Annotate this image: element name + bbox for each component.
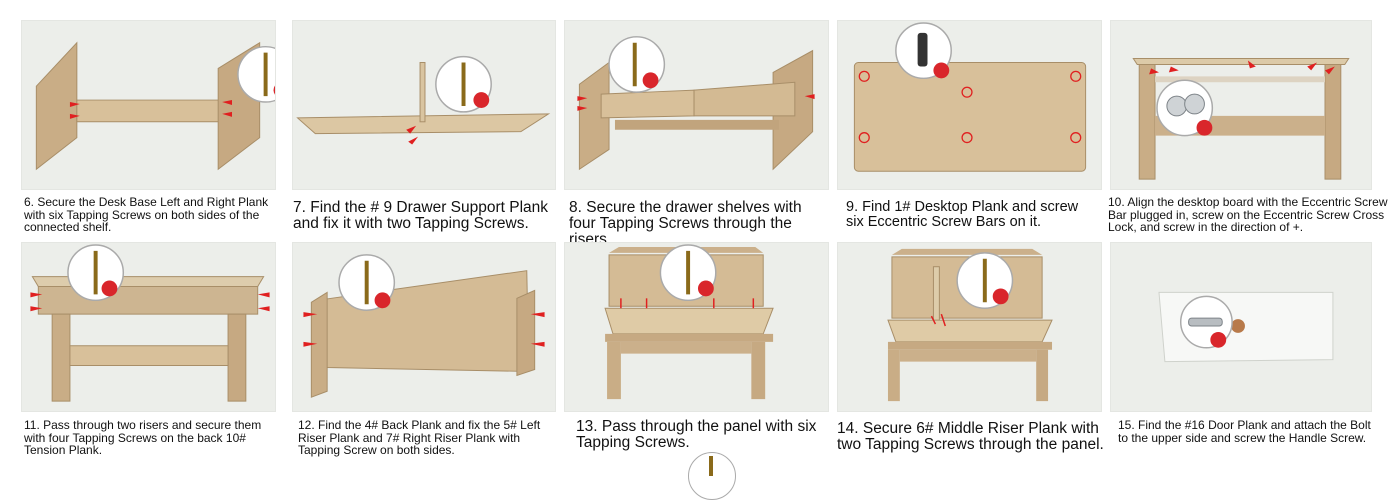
- step-7-illustration: [296, 55, 551, 145]
- step-14-caption: 14. Secure 6# Middle Riser Plank with tw…: [837, 420, 1104, 453]
- step-13-caption: 13. Pass through the panel with six Tapp…: [576, 418, 817, 451]
- step-7-photo: [292, 20, 556, 190]
- handle-knob: [1231, 319, 1245, 333]
- step-10-photo: [1110, 20, 1372, 190]
- step-12-illustration: [303, 254, 545, 398]
- step-14-photo: [837, 242, 1102, 412]
- step-8-photo: [564, 20, 829, 190]
- step-8-illustration: [577, 36, 815, 171]
- step-9-caption: 9. Find 1# Desktop Plank and screw six E…: [846, 199, 1079, 230]
- tapping-screw-icon: [709, 456, 713, 476]
- step-11-illustration: [30, 244, 270, 402]
- step-13-screw-magnifier-partial: [688, 452, 736, 500]
- step-11-caption: 11. Pass through two risers and secure t…: [24, 418, 262, 457]
- step-13-illustration: [604, 244, 774, 400]
- step-7-caption: 7. Find the # 9 Drawer Support Plank and…: [293, 199, 549, 232]
- step-13-photo: [564, 242, 829, 412]
- step-8-caption: 8. Secure the drawer shelves with four T…: [569, 199, 802, 248]
- step-12-caption: 12. Find the 4# Back Plank and fix the 5…: [298, 418, 541, 457]
- step-10-caption: 10. Align the desktop board with the Ecc…: [1108, 195, 1388, 234]
- step-10-illustration: [1132, 58, 1350, 180]
- step-6-illustration: [35, 41, 275, 171]
- step-9-illustration: [853, 22, 1087, 172]
- step-12-photo: [292, 242, 556, 412]
- step-6-caption: 6. Secure the Desk Base Left and Right P…: [24, 195, 269, 234]
- step-15-caption: 15. Find the #16 Door Plank and attach t…: [1118, 418, 1371, 445]
- step-15-photo: [1110, 242, 1372, 412]
- step-11-photo: [21, 242, 276, 412]
- step-14-illustration: [887, 248, 1053, 402]
- step-15-illustration: [1158, 291, 1334, 363]
- step-6-photo: [21, 20, 276, 190]
- step-9-photo: [837, 20, 1102, 190]
